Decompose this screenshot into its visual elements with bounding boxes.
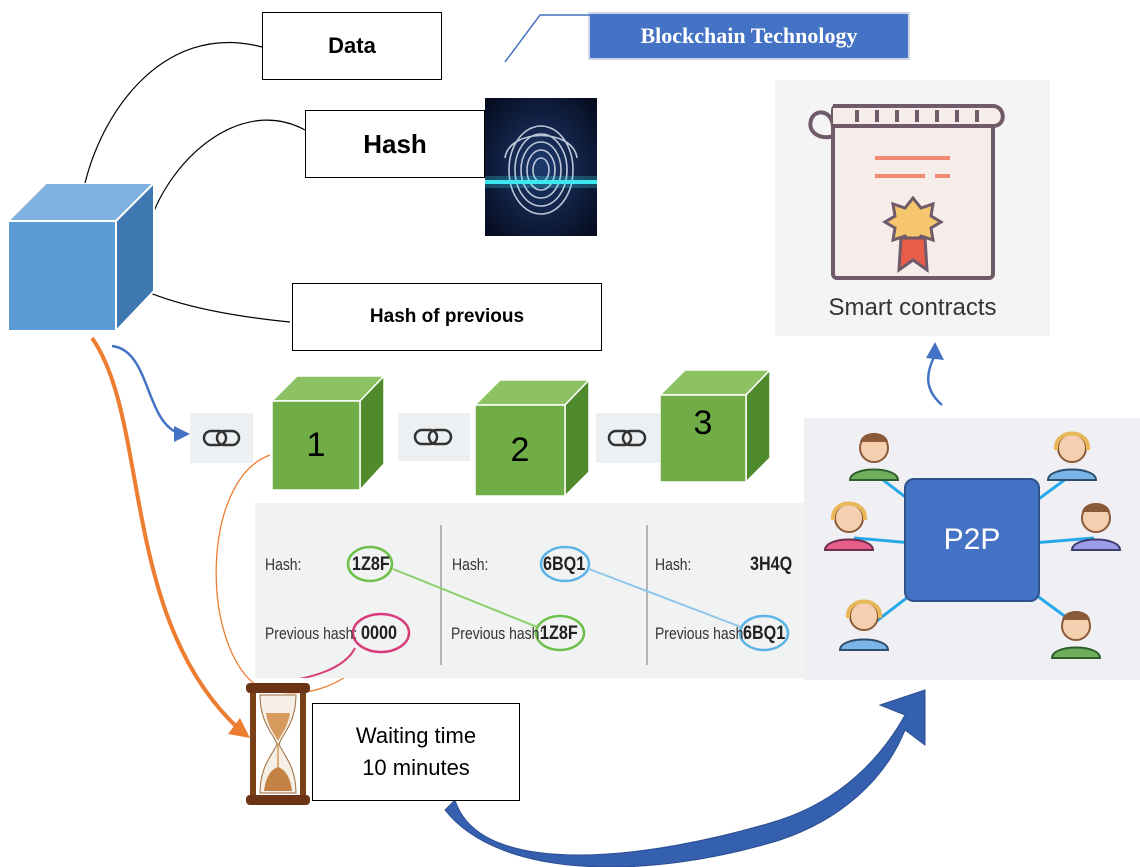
blue-small-arrowhead	[174, 426, 190, 442]
hash-connector	[149, 119, 306, 223]
orange-arrowhead	[228, 718, 250, 738]
hash-label-2: Hash:	[452, 555, 489, 574]
smart-contracts-panel: Smart contracts	[775, 80, 1050, 336]
chain-link-icon	[413, 428, 453, 446]
hash-label-3: Hash:	[655, 555, 692, 574]
hash-label: Hash	[363, 128, 427, 159]
prev-label-3: Previous hash:	[655, 624, 748, 643]
waiting-time-box: Waiting time 10 minutes	[312, 703, 520, 801]
chain-link-1	[190, 413, 253, 463]
hash-label-1: Hash:	[265, 555, 302, 574]
hash-prev-label-box: Hash of previous	[292, 283, 602, 351]
person-icon	[838, 599, 890, 651]
hash-prev-label: Hash of previous	[369, 306, 525, 327]
hash-label-box: Hash	[305, 110, 485, 178]
prev-label-1: Previous hash:	[265, 624, 358, 643]
person-icon	[1070, 503, 1122, 551]
chain-link-3	[596, 413, 660, 463]
hash-value-3: 3H4Q	[750, 554, 793, 575]
waiting-line-1: Waiting time	[355, 723, 477, 748]
orange-arrow	[90, 336, 242, 732]
fingerprint-icon	[485, 98, 597, 236]
waiting-line-2: 10 minutes	[362, 755, 470, 780]
block-1: 1	[272, 376, 388, 492]
data-label-box: Data	[262, 12, 442, 80]
person-icon	[848, 433, 900, 481]
block-1-number: 1	[306, 426, 326, 464]
p2p-label: P2P	[943, 523, 1001, 556]
person-icon	[1046, 431, 1098, 481]
hash-value-1: 1Z8F	[352, 554, 390, 575]
smart-contracts-label: Smart contracts	[828, 294, 997, 321]
hash-table-decorations	[299, 525, 790, 678]
blue-block-cube	[8, 183, 156, 334]
data-label: Data	[328, 33, 376, 58]
block-3-number: 3	[693, 404, 713, 442]
title-leader-line	[504, 14, 590, 63]
block-3: 3	[660, 370, 772, 484]
blue-up-arrowhead	[926, 342, 944, 360]
hash-table-panel: Hash: 1Z8F Previous hash: 0000 Hash: 6BQ…	[255, 503, 810, 678]
p2p-network-panel: P2P	[804, 418, 1140, 680]
p2p-network-graphic	[823, 431, 1122, 659]
hourglass-icon	[246, 683, 310, 805]
block-2: 2	[475, 380, 591, 498]
blue-up-arrow	[927, 354, 943, 406]
diagram-title: Blockchain Technology	[588, 12, 910, 60]
chain-link-2	[398, 413, 470, 461]
p2p-box: P2P	[904, 478, 1040, 602]
prev-value-3: 6BQ1	[743, 623, 786, 644]
data-connector	[81, 41, 263, 199]
blue-small-arrow	[111, 344, 179, 435]
block-2-number: 2	[510, 431, 530, 469]
prev-value-2: 1Z8F	[540, 623, 578, 644]
person-icon	[823, 501, 875, 551]
hash-value-2: 6BQ1	[543, 554, 586, 575]
prev-value-1: 0000	[361, 623, 397, 644]
certificate-icon	[808, 104, 1005, 280]
chain-link-icon	[202, 429, 241, 447]
chain-link-icon	[607, 429, 647, 447]
person-icon	[1050, 611, 1102, 659]
prev-label-2: Previous hash:	[451, 624, 544, 643]
orange-thin-curve	[215, 454, 371, 694]
